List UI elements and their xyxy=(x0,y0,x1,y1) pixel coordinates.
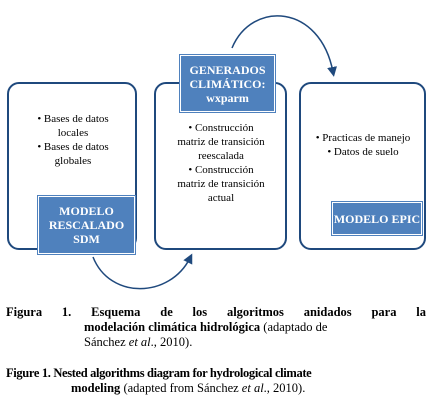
list-item: • Bases de datos xyxy=(37,141,109,153)
label-line: CLIMÁTICO: xyxy=(189,76,266,91)
epic-inputs: • Practicas de manejo • Datos de suelo xyxy=(301,131,425,159)
algorithm-diagram: • Bases de datos locales • Bases de dato… xyxy=(7,15,426,290)
arrow-left-to-mid xyxy=(92,253,193,290)
list-item: actual xyxy=(207,192,235,204)
list-item: • Construcción xyxy=(188,122,254,134)
label-sdm-model: MODELO RESCALADO SDM xyxy=(38,196,135,254)
label-line: SDM xyxy=(73,232,100,246)
label-epic-model: MODELO EPIC xyxy=(332,202,422,235)
label-line: wxparm xyxy=(206,90,249,105)
caption-line: Figura 1. Esquema de los algoritmos anid… xyxy=(0,305,432,320)
caption-text: ., 2010). xyxy=(150,335,193,349)
flow-arrows xyxy=(92,15,337,290)
caption-italic: et al xyxy=(128,335,151,349)
caption-text: (adapted from Sánchez xyxy=(123,381,239,395)
list-item: matriz de transición xyxy=(177,178,265,190)
list-item: reescalada xyxy=(198,150,244,162)
arrow-mid-to-right xyxy=(231,15,337,77)
caption-text: ., 2010). xyxy=(263,381,306,395)
caption-text: Esquema de los algoritmos anidados para … xyxy=(91,305,426,319)
caption-text: modelación climática hidrológica xyxy=(84,320,261,334)
list-item: • Datos de suelo xyxy=(327,146,399,158)
caption-text: modeling xyxy=(71,381,121,395)
caption-italic: et al xyxy=(241,381,264,395)
climate-generator-steps: • Construcción matriz de transición rees… xyxy=(160,121,282,205)
caption-text: Nested algorithms diagram for hydrologic… xyxy=(53,366,312,380)
label-line: RESCALADO xyxy=(48,218,125,232)
list-item: globales xyxy=(54,155,92,167)
caption-line: modeling (adapted from Sánchez et al., 2… xyxy=(0,381,432,396)
caption-text: Sánchez xyxy=(84,335,126,349)
downscaling-inputs: • Bases de datos locales • Bases de dato… xyxy=(17,112,129,168)
caption-line: Figure 1. Nested algorithms diagram for … xyxy=(0,366,432,381)
caption-line: modelación climática hidrológica (adapta… xyxy=(0,320,432,335)
list-item: matriz de transición xyxy=(177,136,265,148)
label-line: MODELO xyxy=(59,204,114,218)
caption-spanish: Figura 1. Esquema de los algoritmos anid… xyxy=(0,305,432,350)
label-line: MODELO EPIC xyxy=(333,211,421,226)
caption-english: Figure 1. Nested algorithms diagram for … xyxy=(0,366,432,396)
caption-line: Sánchez et al., 2010). xyxy=(0,335,432,350)
caption-lead: Figure 1. xyxy=(6,366,51,380)
list-item: • Construcción xyxy=(188,164,254,176)
label-line: GENERADOS xyxy=(189,62,266,77)
caption-text: (adaptado de xyxy=(263,320,328,334)
list-item: • Bases de datos xyxy=(37,113,109,125)
list-item: locales xyxy=(57,127,89,139)
caption-lead: Figura 1. xyxy=(6,305,72,319)
list-item: • Practicas de manejo xyxy=(315,132,411,144)
label-climate-generator: GENERADOS CLIMÁTICO: wxparm xyxy=(180,55,275,112)
